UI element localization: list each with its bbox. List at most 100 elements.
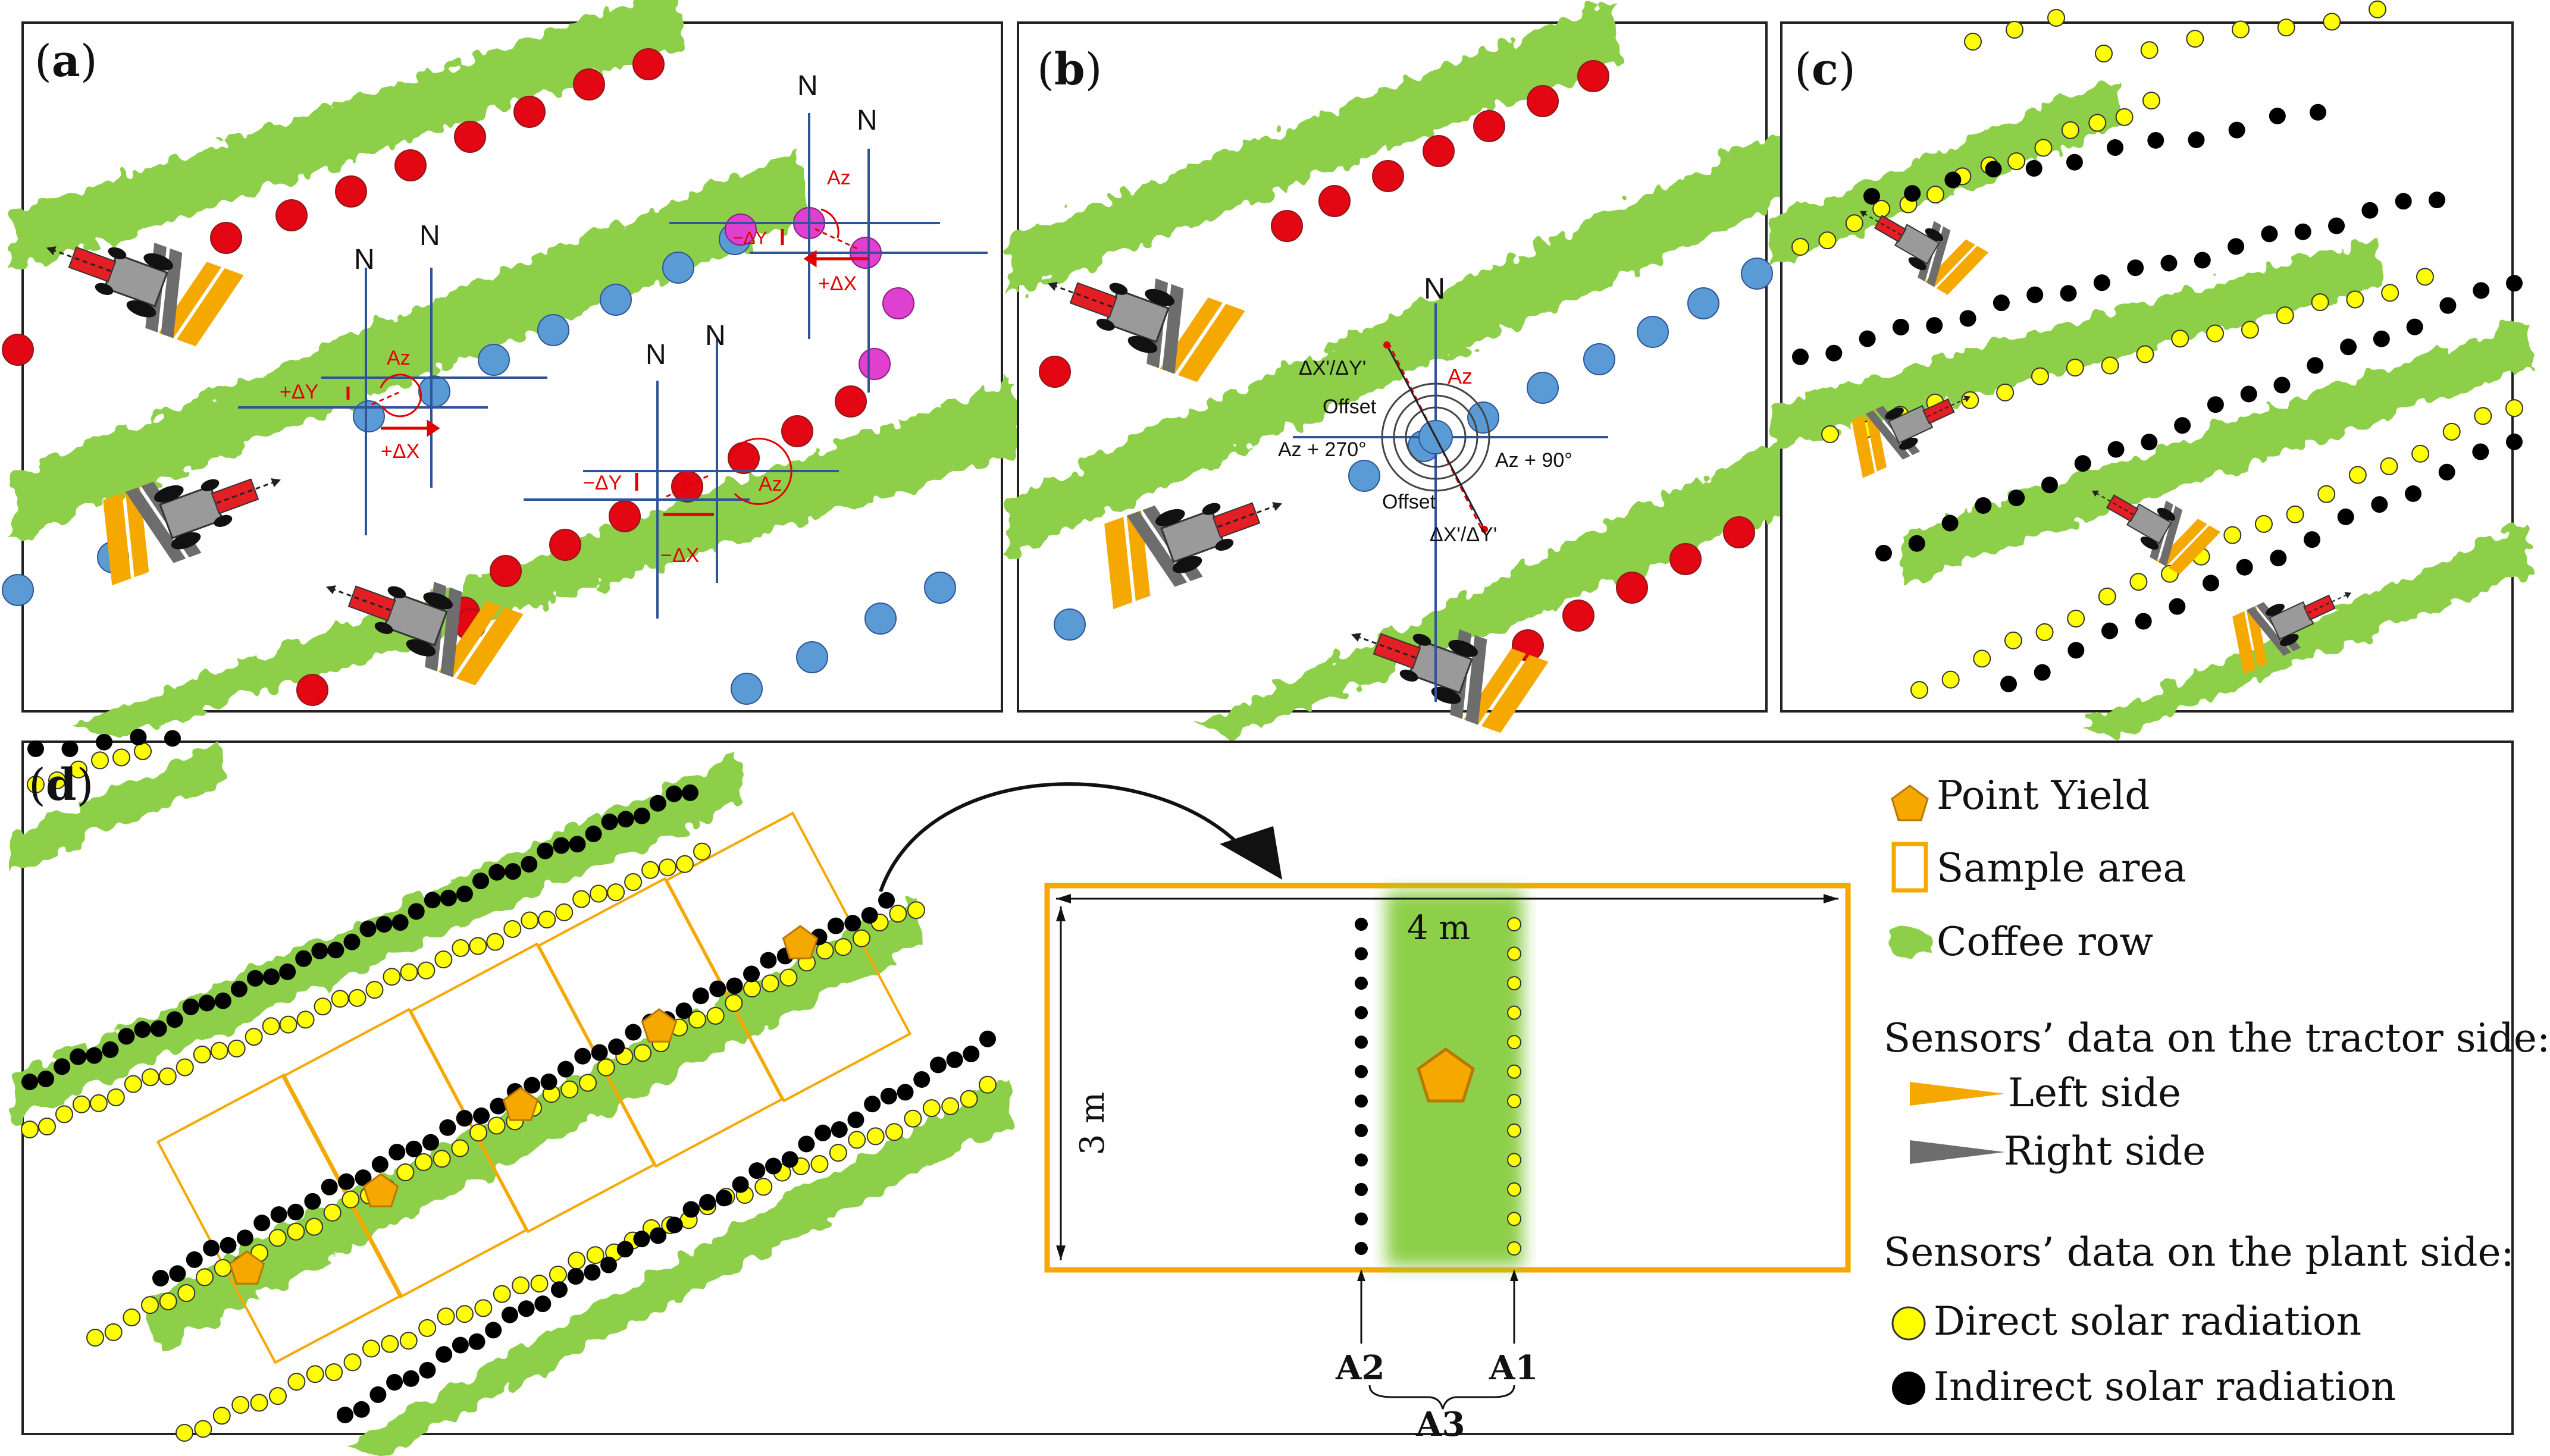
indirect-radiation-point [2093,274,2110,291]
direct-radiation-point [1961,391,1979,409]
indirect-radiation-point [1941,514,1959,532]
indirect-radiation-point [230,980,248,997]
indirect-radiation-point [692,987,709,1005]
direct-radiation-point [2006,21,2023,39]
direct-radiation-point [907,901,925,920]
direct-radiation-point [418,1319,437,1337]
indirect-radiation-point [452,1336,469,1354]
panel-c: (c) [1771,0,2532,738]
direct-radiation-point [889,905,907,923]
direct-radiation-point [469,1124,487,1142]
indirect-radiation-point [2067,642,2085,659]
indirect-radiation-point [929,1056,947,1074]
direct-radiation-point [848,1131,866,1149]
indirect-radiation-point [2395,193,2412,210]
indirect-radiation-point [1944,171,1962,189]
indirect-radiation-point [485,1322,502,1339]
indirect-radiation-point [633,1231,650,1248]
indirect-radiation-point [150,1020,167,1037]
point-yield-markers [228,925,819,1285]
offset-label: Offset [1323,396,1377,418]
indirect-radiation-point [2240,385,2257,403]
panel-label: (a) [35,36,98,87]
offset-label: Offset [1382,491,1436,513]
offset-construction [1293,303,1608,702]
indirect-radiation-point [2107,441,2125,458]
direct-radiation-point [2186,30,2204,48]
indirect-radiation-point [2174,417,2191,434]
indirect-radiation-point [574,1047,591,1065]
indirect-radiation-point [521,856,538,873]
direct-radiation-point [365,981,384,999]
indirect-radiation-point [214,992,231,1009]
indirect-radiation-point [666,1216,683,1234]
direct-radiation-point [1821,425,1839,443]
panel-b-canvas: N Az ΔX'/ΔY' Offset Az + 270° Az + 90° O… [1007,0,1787,741]
direct-radiation-point [1507,976,1521,991]
indirect-radiation-point [2107,139,2124,156]
indirect-radiation-point [2310,103,2326,121]
indirect-radiation-point [439,1119,456,1136]
indirect-radiation-point [625,1024,642,1041]
direct-radiation-point [381,1335,399,1353]
indirect-radiation-point [2188,131,2205,149]
direct-radiation-point [1996,383,2015,401]
azimuth-label: Az [827,167,851,189]
indirect-radiation-point [650,1227,667,1244]
direct-radiation-point [2442,422,2461,441]
direct-radiation-point [761,974,779,993]
indirect-radiation-point [616,1241,634,1258]
direct-radiation-point [451,1139,469,1157]
indirect-radiation-point [1355,947,1368,961]
direct-radiation-point [70,760,87,779]
indirect-radiation-point [2135,613,2152,630]
direct-radiation-point [91,751,109,770]
indirect-radiation-point [1875,545,1892,561]
indirect-radiation-point [54,1058,71,1075]
direct-radiation-point [1507,1241,1521,1256]
north-label: N [1424,272,1445,305]
direct-radiation-point [245,1028,263,1046]
panel-label: (b) [1037,44,1102,95]
legend-right-side: Right side [2004,1128,2206,1174]
indirect-radiation-point [2340,338,2357,356]
indirect-radiation-point [1892,318,1909,335]
indirect-radiation-point [1859,330,1876,347]
legend-sample-area: Sample area [1937,845,2186,891]
delta-prime-label: ΔX'/ΔY' [1299,357,1366,379]
indirect-radiation-point [760,952,777,969]
direct-radiation-point [1818,231,1837,250]
indirect-radiation-point [2025,160,2042,177]
indirect-radiation-point [2405,485,2421,502]
indirect-radiation-point [815,1124,832,1141]
direct-radiation-point [227,1039,246,1058]
indirect-radiation-point [2506,433,2523,450]
panel-a: N N N N N N Az Az Az +ΔY +ΔX −ΔY −ΔX −ΔY… [2,0,1023,738]
az-plus-90-label: Az + 90° [1495,449,1572,472]
indirect-radiation-point [2034,664,2051,681]
direct-radiation-point [2346,290,2364,309]
panel-d: 4 m 3 m A2 A1 A3 (d) Point Yield Sample … [12,729,2550,1456]
direct-radiation-point [2115,108,2134,126]
legend-coffee-row: Coffee row [1937,919,2153,965]
legend-plant-side-heading: Sensors’ data on the plant side: [1884,1229,2514,1275]
direct-radiation-point [2004,631,2022,649]
indirect-radiation-point [2307,357,2324,374]
indirect-radiation-point [765,1157,782,1175]
direct-radiation-point [503,920,522,938]
direct-radiation-point [433,1150,451,1168]
direct-radiation-point [2277,18,2295,37]
indirect-radiation-point [37,1070,55,1087]
azimuth-label: Az [759,473,782,495]
az-plus-270-label: Az + 270° [1278,438,1367,461]
direct-radiation-point [2276,306,2294,325]
indirect-radiation-point [169,1265,186,1282]
indirect-radiation-point [2270,550,2287,567]
direct-radiation-point [231,1396,250,1414]
direct-radiation-point [904,1109,922,1128]
point-yield-marker [782,925,819,959]
direct-radiation-point [1964,33,1982,51]
indirect-radiation-point [2361,202,2379,219]
direct-radiation-point [141,1068,159,1087]
indirect-radiation-point [1959,310,1976,327]
